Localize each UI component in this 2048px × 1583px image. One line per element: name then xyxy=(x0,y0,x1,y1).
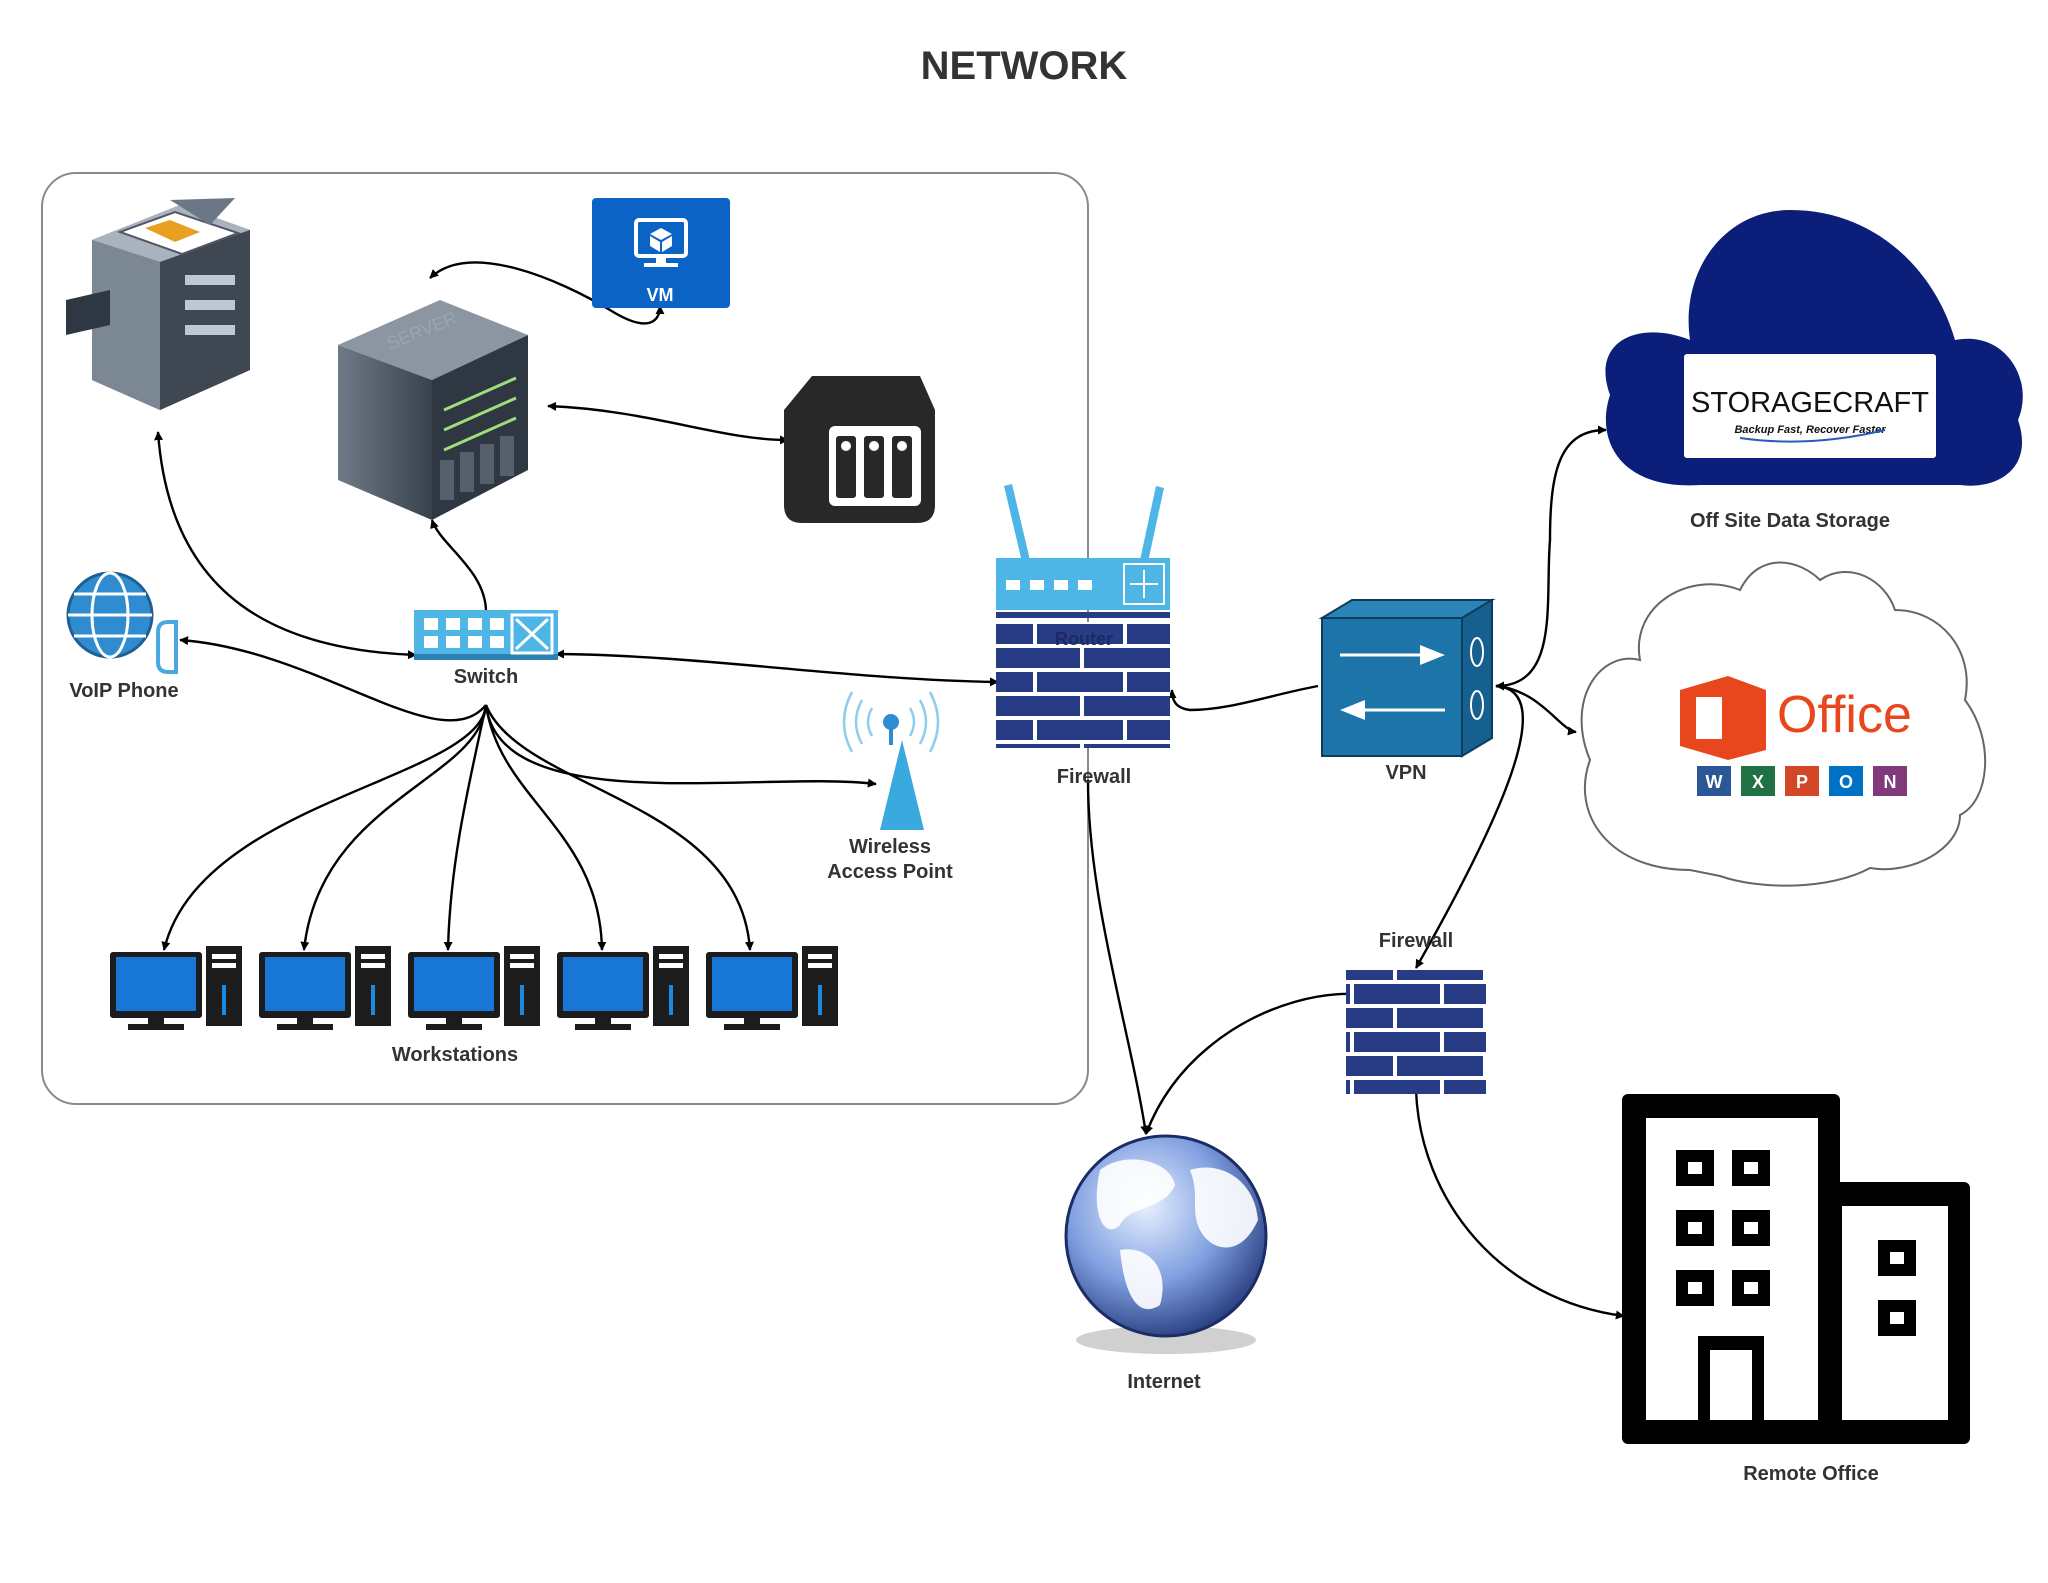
link-switch-voip xyxy=(179,636,487,722)
office-onenote-label: N xyxy=(1884,772,1897,792)
router-label: Router xyxy=(1055,629,1113,649)
link-switch-ws5 xyxy=(484,704,754,951)
link-switch-ws2 xyxy=(300,704,488,951)
globe-icon xyxy=(1064,1134,1268,1354)
remote-firewall-icon xyxy=(1346,970,1486,1094)
firewall-remote-label: Firewall xyxy=(1378,930,1454,952)
link-switch-ws3 xyxy=(443,704,488,951)
vm-icon xyxy=(592,198,730,308)
workstations-label: Workstations xyxy=(391,1044,519,1066)
workstation-icon xyxy=(706,946,838,1030)
link-switch-ws1 xyxy=(161,704,488,951)
switch-label: Switch xyxy=(453,666,519,688)
workstations-group xyxy=(110,946,838,1030)
workstation-icon xyxy=(557,946,689,1030)
link-vpn-storage xyxy=(1495,425,1607,691)
workstation-icon xyxy=(110,946,242,1030)
offsite-storage-label: Off Site Data Storage xyxy=(1689,510,1891,532)
office-word-label: W xyxy=(1706,772,1723,792)
link-remote-firewall-office xyxy=(1414,1089,1625,1320)
storagecraft-brand: STORAGECRAFT xyxy=(1691,387,1929,419)
vpn-icon xyxy=(1318,598,1496,758)
page-title: NETWORK xyxy=(920,44,1128,88)
wireless-ap-label-line1: Wireless xyxy=(848,836,932,858)
printer-icon xyxy=(66,198,250,410)
office-powerpoint-label: P xyxy=(1796,772,1808,792)
office-excel-label: X xyxy=(1752,772,1764,792)
storagecraft-tagline: Backup Fast, Recover Faster xyxy=(1734,424,1886,436)
switch-icon xyxy=(414,610,558,660)
building-icon xyxy=(1622,1094,1970,1444)
firewall-icon xyxy=(996,612,1170,748)
link-vpn-office xyxy=(1495,684,1577,736)
link-switch-server xyxy=(430,519,488,613)
vm-label: VM xyxy=(646,285,674,305)
link-server-vm xyxy=(429,261,665,325)
workstation-icon xyxy=(259,946,391,1030)
link-server-nas xyxy=(547,401,789,445)
link-switch-firewall xyxy=(555,649,999,687)
internet-label: Internet xyxy=(1127,1371,1201,1393)
router-icon xyxy=(996,484,1170,610)
link-switch-printer xyxy=(154,431,417,660)
link-firewall-internet xyxy=(1086,779,1150,1135)
link-firewall-vpn xyxy=(1167,684,1319,712)
firewall-main-label: Firewall xyxy=(1056,766,1132,788)
remote-office-label: Remote Office xyxy=(1743,1463,1879,1485)
cloud-storage-icon: STORAGECRAFT Backup Fast, Recover Faster xyxy=(1605,210,2023,486)
office-brand: Office xyxy=(1777,686,1912,744)
link-vpn-remote-firewall xyxy=(1414,684,1525,969)
voip-phone-label: VoIP Phone xyxy=(69,680,179,702)
server-icon: SERVER xyxy=(338,300,528,520)
wireless-ap-label-line2: Access Point xyxy=(827,861,953,883)
connections xyxy=(154,261,1625,1320)
office-cloud-icon: Office W X P O N xyxy=(1580,561,1986,887)
office-outlook-label: O xyxy=(1839,772,1853,792)
link-switch-ap xyxy=(484,704,877,788)
link-switch-ws4 xyxy=(484,704,607,951)
workstation-icon xyxy=(408,946,540,1030)
vpn-label: VPN xyxy=(1385,762,1427,784)
wireless-ap-icon xyxy=(842,691,940,830)
voip-phone-icon xyxy=(66,571,178,674)
nas-icon xyxy=(784,376,935,523)
